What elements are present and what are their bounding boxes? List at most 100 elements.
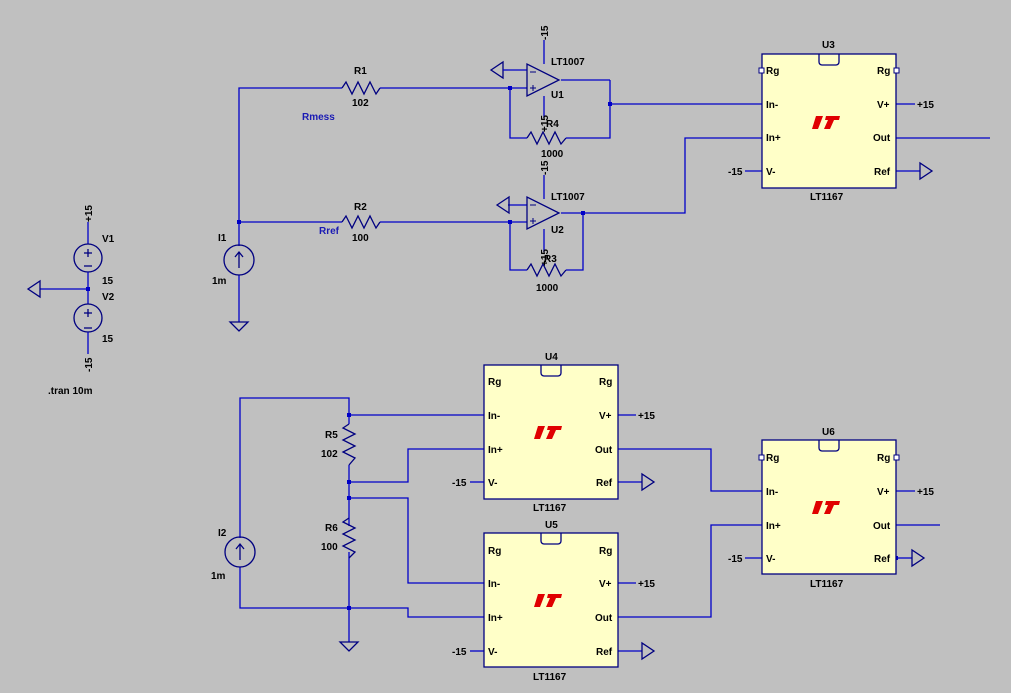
instrumentation-amp-u6[interactable] [758,439,900,575]
supply-v2[interactable] [73,303,103,354]
u2-part: LT1007 [551,192,585,203]
resistor-r5[interactable] [341,423,357,466]
u3-pin-out: Out [873,133,891,144]
u6-pin-rg-right: Rg [877,453,890,464]
u1-vpos: +15 [540,115,551,132]
u4-pin-ref: Ref [596,478,613,489]
u3-ref-ground [919,161,934,181]
instrumentation-amp-u5[interactable] [483,532,619,668]
current-source-i2[interactable] [224,536,256,568]
u6-ref-ground [911,548,926,568]
u4-pin-in-neg: In- [488,411,500,422]
r5-value: 102 [321,449,338,460]
u5-supply-neg: -15 [452,647,467,658]
resistor-r4[interactable] [526,130,567,146]
opamp-u1[interactable] [489,60,560,97]
r2-name: R2 [354,202,367,213]
u3-name: U3 [822,40,835,51]
net-label-rref[interactable]: Rref [319,226,340,237]
current-source-i1[interactable] [223,244,255,276]
u5-pin-out: Out [595,613,613,624]
r2-value: 100 [352,233,369,244]
u6-pin-in-pos: In+ [766,521,781,532]
top-wires [238,40,990,322]
v2-name: V2 [102,292,115,303]
i1-name: I1 [218,233,227,244]
u5-pin-in-pos: In+ [488,613,503,624]
u1-part: LT1007 [551,57,585,68]
u1-name: U1 [551,90,564,101]
u5-pin-v-neg: V- [488,647,497,658]
ground-symbol [338,641,360,652]
r6-name: R6 [325,523,338,534]
u3-pin-rg-left: Rg [766,66,779,77]
u6-part: LT1167 [810,579,844,590]
instrumentation-amp-u4[interactable] [483,364,619,500]
r5-name: R5 [325,430,338,441]
u6-pin-in-neg: In- [766,487,778,498]
u4-supply-neg: -15 [452,478,467,489]
tran-directive[interactable]: .tran 10m [48,386,93,397]
r1-name: R1 [354,66,367,77]
u4-pin-rg-right: Rg [599,377,612,388]
u5-supply-pos: +15 [638,579,655,590]
u2-vneg: -15 [540,160,551,175]
u6-pin-ref: Ref [874,554,891,565]
u3-part: LT1167 [810,192,844,203]
resistor-r2[interactable] [341,214,381,230]
bottom-wires [239,397,940,652]
r6-value: 100 [321,542,338,553]
r3-name: R3 [544,254,557,265]
u6-pin-out: Out [873,521,891,532]
u3-pin-in-neg: In- [766,100,778,111]
v1-name: V1 [102,234,115,245]
u4-pin-v-pos: V+ [599,411,612,422]
v2-value: 15 [102,334,114,345]
u3-pin-ref: Ref [874,167,891,178]
u2-name: U2 [551,225,564,236]
u5-pin-ref: Ref [596,647,613,658]
u2-vpos: +15 [540,249,551,266]
v2-node-label: -15 [84,357,95,372]
u4-part: LT1167 [533,503,567,514]
u6-pin-rg-left: Rg [766,453,779,464]
u4-name: U4 [545,352,558,363]
u5-pin-in-neg: In- [488,579,500,590]
u6-pin-v-neg: V- [766,554,775,565]
u5-part: LT1167 [533,672,567,683]
u4-supply-pos: +15 [638,411,655,422]
resistor-r1[interactable] [341,80,381,96]
opamp-u2[interactable] [495,195,560,230]
ground-symbol [228,321,250,332]
resistor-r3[interactable] [526,262,567,278]
net-label-rmess[interactable]: Rmess [302,112,335,123]
u6-name: U6 [822,427,835,438]
u4-ref-ground [641,472,656,492]
u5-pin-v-pos: V+ [599,579,612,590]
supply-v1[interactable] [73,222,103,304]
supply-ground [26,279,90,299]
v1-value: 15 [102,276,114,287]
u3-pin-v-neg: V- [766,167,775,178]
u6-supply-pos: +15 [917,487,934,498]
u6-supply-neg: -15 [728,554,743,565]
u3-supply-pos: +15 [917,100,934,111]
v1-node-label: +15 [84,205,95,222]
u3-supply-neg: -15 [728,167,743,178]
u5-ref-ground [641,641,656,661]
u4-pin-v-neg: V- [488,478,497,489]
u3-pin-v-pos: V+ [877,100,890,111]
u3-pin-rg-right: Rg [877,66,890,77]
resistor-r6[interactable] [341,517,357,559]
i2-name: I2 [218,528,227,539]
instrumentation-amp-u3[interactable] [758,53,900,189]
r4-value: 1000 [541,149,564,160]
u5-pin-rg-right: Rg [599,546,612,557]
top-junctions [237,86,612,224]
u1-vneg: -15 [540,25,551,40]
r4-name: R4 [546,119,559,130]
i2-value: 1m [211,571,226,582]
u6-pin-v-pos: V+ [877,487,890,498]
